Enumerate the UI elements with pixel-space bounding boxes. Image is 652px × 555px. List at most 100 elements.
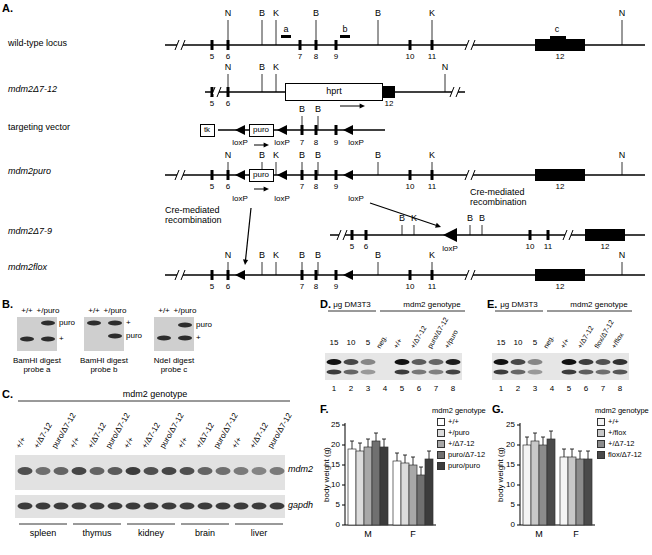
exon-number: 11 <box>428 282 436 291</box>
lane-number: 8 <box>451 384 455 393</box>
blot-band <box>528 370 543 375</box>
group-title: mdm2 genotype <box>570 300 627 309</box>
blot-band <box>162 467 177 475</box>
line-break-mark <box>465 40 469 50</box>
blot-band <box>446 359 461 365</box>
site-letter: B <box>259 62 265 72</box>
exon-number: 12 <box>385 99 394 108</box>
box-text: puro <box>253 126 269 135</box>
axis-tick <box>342 425 345 426</box>
tissue-label: kidney <box>138 528 164 538</box>
lane-number: 3 <box>533 384 537 393</box>
restriction-site-tick <box>622 262 623 275</box>
exon <box>211 170 214 180</box>
line-break-mark <box>465 170 469 180</box>
error-bar-cap <box>533 433 537 434</box>
panel-letter: G. <box>492 403 504 416</box>
lane-number: 1 <box>499 384 503 393</box>
legend-text: +/Δ7-12 <box>608 440 634 449</box>
lane-number: 6 <box>417 384 421 393</box>
exon-number: 12 <box>601 242 610 251</box>
legend-swatch <box>437 462 445 470</box>
blot-band <box>252 467 267 475</box>
loxp-triangle <box>343 270 353 280</box>
bar <box>401 463 409 525</box>
error-bar <box>376 433 377 441</box>
lane-label: +/+ <box>230 435 244 450</box>
restriction-site-tick <box>402 225 403 235</box>
legend-swatch <box>597 451 605 459</box>
lane-number: 7 <box>601 384 605 393</box>
site-letter: B <box>259 150 265 160</box>
blot-band <box>562 370 577 375</box>
blot-band <box>412 370 427 375</box>
vector-element-box: hprt <box>285 83 383 101</box>
bar <box>348 449 356 525</box>
site-letter: K <box>429 250 435 260</box>
axis-tick <box>517 425 520 426</box>
tissue-label: thymus <box>82 528 111 538</box>
exon <box>227 87 230 97</box>
lane-label: +/+ <box>158 306 170 315</box>
lane-label: puro/Δ7-12 <box>266 411 294 450</box>
axis-tick <box>342 445 345 446</box>
lane-number: 5 <box>400 384 404 393</box>
lane-number: 4 <box>550 384 554 393</box>
bar <box>523 445 531 525</box>
axis-tick <box>517 525 520 526</box>
tick-label: 10 <box>506 480 515 489</box>
blot-band <box>511 359 526 365</box>
legend-text: +/Δ7-12 <box>448 440 474 449</box>
line-break-mark <box>569 230 573 240</box>
blot-band <box>344 359 359 365</box>
group-title: μg DM3T3 <box>333 300 371 309</box>
probe-name: gapdh <box>288 500 313 510</box>
legend-swatch <box>597 418 605 426</box>
lane-label: 10 <box>514 338 523 347</box>
exon-12 <box>535 169 585 181</box>
exon-number: 11 <box>428 52 436 61</box>
restriction-site-tick <box>318 262 319 275</box>
probe-bar <box>550 36 566 39</box>
loxp-triangle <box>235 170 245 180</box>
tissue-label: liver <box>251 528 268 538</box>
lane-label: +/+ <box>88 306 100 315</box>
site-letter: K <box>273 8 279 18</box>
panel-letter: D. <box>320 298 331 311</box>
line-break-mark <box>563 230 567 240</box>
blot-band <box>270 503 285 510</box>
blot-band <box>494 370 509 375</box>
band-label: puro <box>126 331 142 340</box>
exon-number: 5 <box>210 99 214 108</box>
exon <box>409 270 412 280</box>
site-letter: K <box>273 250 279 260</box>
lane-label: +/+ <box>122 435 136 450</box>
restriction-site-tick <box>276 162 277 175</box>
lane-number: 7 <box>434 384 438 393</box>
bar <box>380 447 388 525</box>
line-break-mark <box>181 170 185 180</box>
restriction-site-tick <box>276 262 277 275</box>
line-break-mark <box>181 270 185 280</box>
tissue-label: spleen <box>30 528 57 538</box>
row-name: wild-type locus <box>8 38 67 48</box>
site-letter: B <box>299 250 305 260</box>
lane-number: 2 <box>516 384 520 393</box>
exon <box>315 270 318 280</box>
bar <box>409 465 417 525</box>
blot-band <box>90 503 105 510</box>
loxp-triangle <box>443 228 457 242</box>
lane-label: 10 <box>347 338 356 347</box>
exon <box>227 40 230 50</box>
loxp-label: loxP <box>232 138 248 147</box>
axis-tick <box>342 485 345 486</box>
line-break-mark <box>337 230 341 240</box>
exon-number: 7 <box>300 182 304 191</box>
exon <box>431 270 434 280</box>
blot-band <box>234 467 249 475</box>
cre-recombination-arrow-head <box>243 259 248 265</box>
blot-band <box>270 467 285 475</box>
bar <box>584 459 592 525</box>
error-bar <box>421 467 422 475</box>
